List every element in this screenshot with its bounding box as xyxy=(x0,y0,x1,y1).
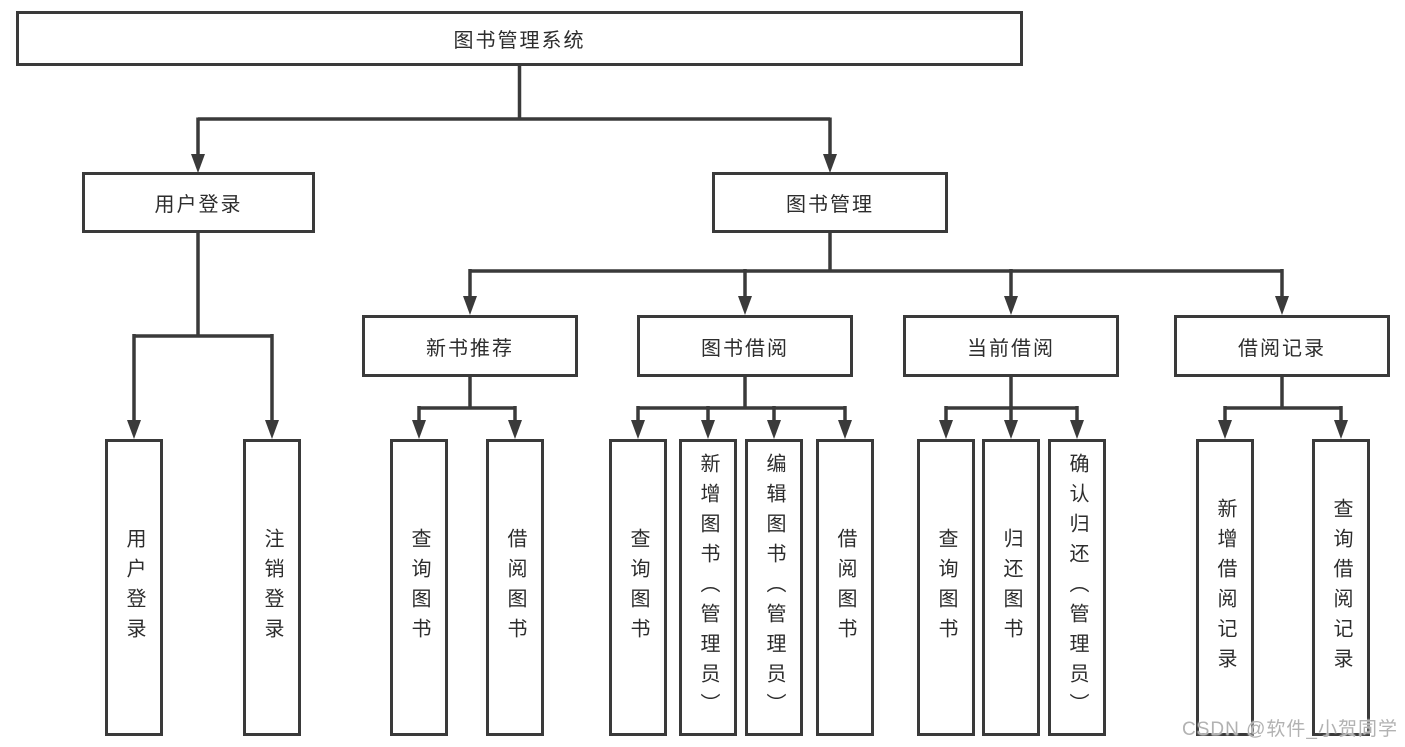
leaf-label: 新增借阅记录 xyxy=(1214,497,1236,678)
leaf-query-books: 查询图书 xyxy=(390,439,448,736)
leaf-label: 注销登录 xyxy=(261,527,283,648)
leaf-confirm-return-admin: 确认归还（管理员） xyxy=(1048,439,1106,736)
node-book-management: 图书管理 xyxy=(712,172,948,233)
leaf-add-books-admin: 新增图书（管理员） xyxy=(679,439,737,736)
leaf-borrow-books: 借阅图书 xyxy=(486,439,544,736)
leaf-label: 查询借阅记录 xyxy=(1330,497,1352,678)
leaf-add-borrow-record: 新增借阅记录 xyxy=(1196,439,1254,736)
leaf-label: 借阅图书 xyxy=(504,527,526,648)
leaf-label: 新增图书（管理员） xyxy=(697,452,719,723)
leaf-query-books: 查询图书 xyxy=(917,439,975,736)
node-book-borrow: 图书借阅 xyxy=(637,315,853,377)
node-user-login: 用户登录 xyxy=(82,172,315,233)
leaf-query-borrow-record: 查询借阅记录 xyxy=(1312,439,1370,736)
leaf-label: 查询图书 xyxy=(408,527,430,648)
leaf-query-books: 查询图书 xyxy=(609,439,667,736)
arrowhead-icons xyxy=(127,154,1348,439)
leaf-edit-books-admin: 编辑图书（管理员） xyxy=(745,439,803,736)
leaf-label: 查询图书 xyxy=(935,527,957,648)
node-current-borrow: 当前借阅 xyxy=(903,315,1119,377)
node-new-book-recommend: 新书推荐 xyxy=(362,315,578,377)
leaf-borrow-books: 借阅图书 xyxy=(816,439,874,736)
leaf-label: 编辑图书（管理员） xyxy=(763,452,785,723)
leaf-label: 借阅图书 xyxy=(834,527,856,648)
leaf-label: 用户登录 xyxy=(123,527,145,648)
leaf-label: 确认归还（管理员） xyxy=(1066,452,1088,723)
leaf-user-login: 用户登录 xyxy=(105,439,163,736)
leaf-label: 查询图书 xyxy=(627,527,649,648)
csdn-watermark: CSDN @软件_小贺同学 xyxy=(1182,719,1398,740)
node-borrow-records: 借阅记录 xyxy=(1174,315,1390,377)
leaf-label: 归还图书 xyxy=(1000,527,1022,648)
leaf-logout: 注销登录 xyxy=(243,439,301,736)
root-node-library-system: 图书管理系统 xyxy=(16,11,1023,66)
leaf-return-books: 归还图书 xyxy=(982,439,1040,736)
